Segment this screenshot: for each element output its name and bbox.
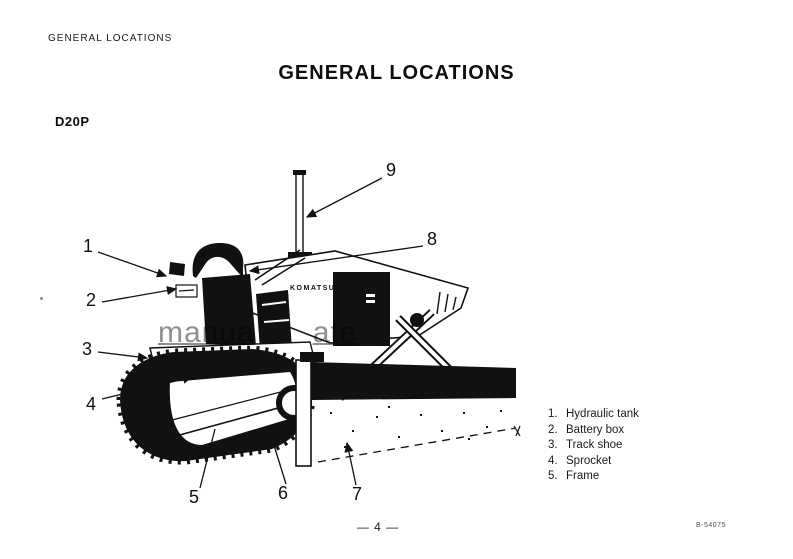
blade-moldboard-top [311,362,516,400]
page-number: — 4 — [356,520,400,534]
control-lever [261,257,306,286]
legend-item-label: Hydraulic tank [566,408,639,420]
leader-line-9 [305,177,383,218]
scan-noise-dot [40,297,43,300]
legend-item-3: 3. Track shoe [548,438,639,454]
seat-backrest [192,243,244,278]
legend-item-label: Frame [566,470,600,482]
operator-area [169,243,306,350]
legend-item-number: 3. [548,439,558,451]
callout-number-1: 1 [83,236,93,256]
model-label: D20P [55,114,90,129]
headlamp [169,262,185,276]
leader-line-3 [97,351,149,362]
legend-item-4: 4. Sprocket [548,454,639,470]
callout-number-3: 3 [82,339,92,359]
callout-number-6: 6 [278,483,288,503]
callout-layer: 1 2 3 4 5 6 7 8 9 [82,160,437,507]
figure-legend: 1. Hydraulic tank 2. Battery box 3. Track sho… [548,407,639,485]
callout-number-8: 8 [427,229,437,249]
scan-speckles [330,406,502,448]
legend-item-5: 5. Frame [548,469,639,485]
blade-frame-post [295,359,312,467]
running-header: GENERAL LOCATIONS [48,33,173,44]
exhaust-pipe [288,170,312,266]
track-assembly [116,345,316,465]
legend-item-number: 4. [548,454,558,467]
leader-line-5 [199,428,216,489]
legend-item-1: 1. Hydraulic tank [548,407,639,423]
track-frame [169,372,297,445]
legend-item-label: Sprocket [566,454,612,467]
legend-item-number: 1. [548,408,558,420]
leader-line-1 [97,251,168,278]
callout-number-2: 2 [86,290,96,310]
watermark-fragment-left: manua [158,316,255,349]
callout-number-5: 5 [189,487,199,507]
blade [295,352,521,467]
watermark-fragment-right: ate [312,316,358,349]
legend-item-label: Track shoe [566,439,623,451]
leader-line-7 [344,441,357,486]
callout-number-4: 4 [86,394,96,414]
leader-line-6 [267,425,287,485]
legend-item-label: Battery box [566,423,625,436]
leader-line-2 [101,286,178,303]
leader-line-8 [248,245,424,275]
blade-bottom-edge [317,427,517,463]
doc-code: B-54075 [696,522,726,529]
brand-label: KOMATSU [290,285,335,292]
watermark: manua ate [158,316,357,350]
battery-box [333,272,390,346]
control-lever [254,249,301,281]
legend-item-2: 2. Battery box [548,423,639,439]
page-title: GENERAL LOCATIONS [278,62,515,84]
legend-item-number: 5. [548,470,558,482]
callout-number-9: 9 [386,160,396,180]
callout-number-7: 7 [352,484,362,504]
seat-support [202,274,256,346]
legend-item-number: 2. [548,423,558,436]
leader-line-4 [101,374,194,400]
